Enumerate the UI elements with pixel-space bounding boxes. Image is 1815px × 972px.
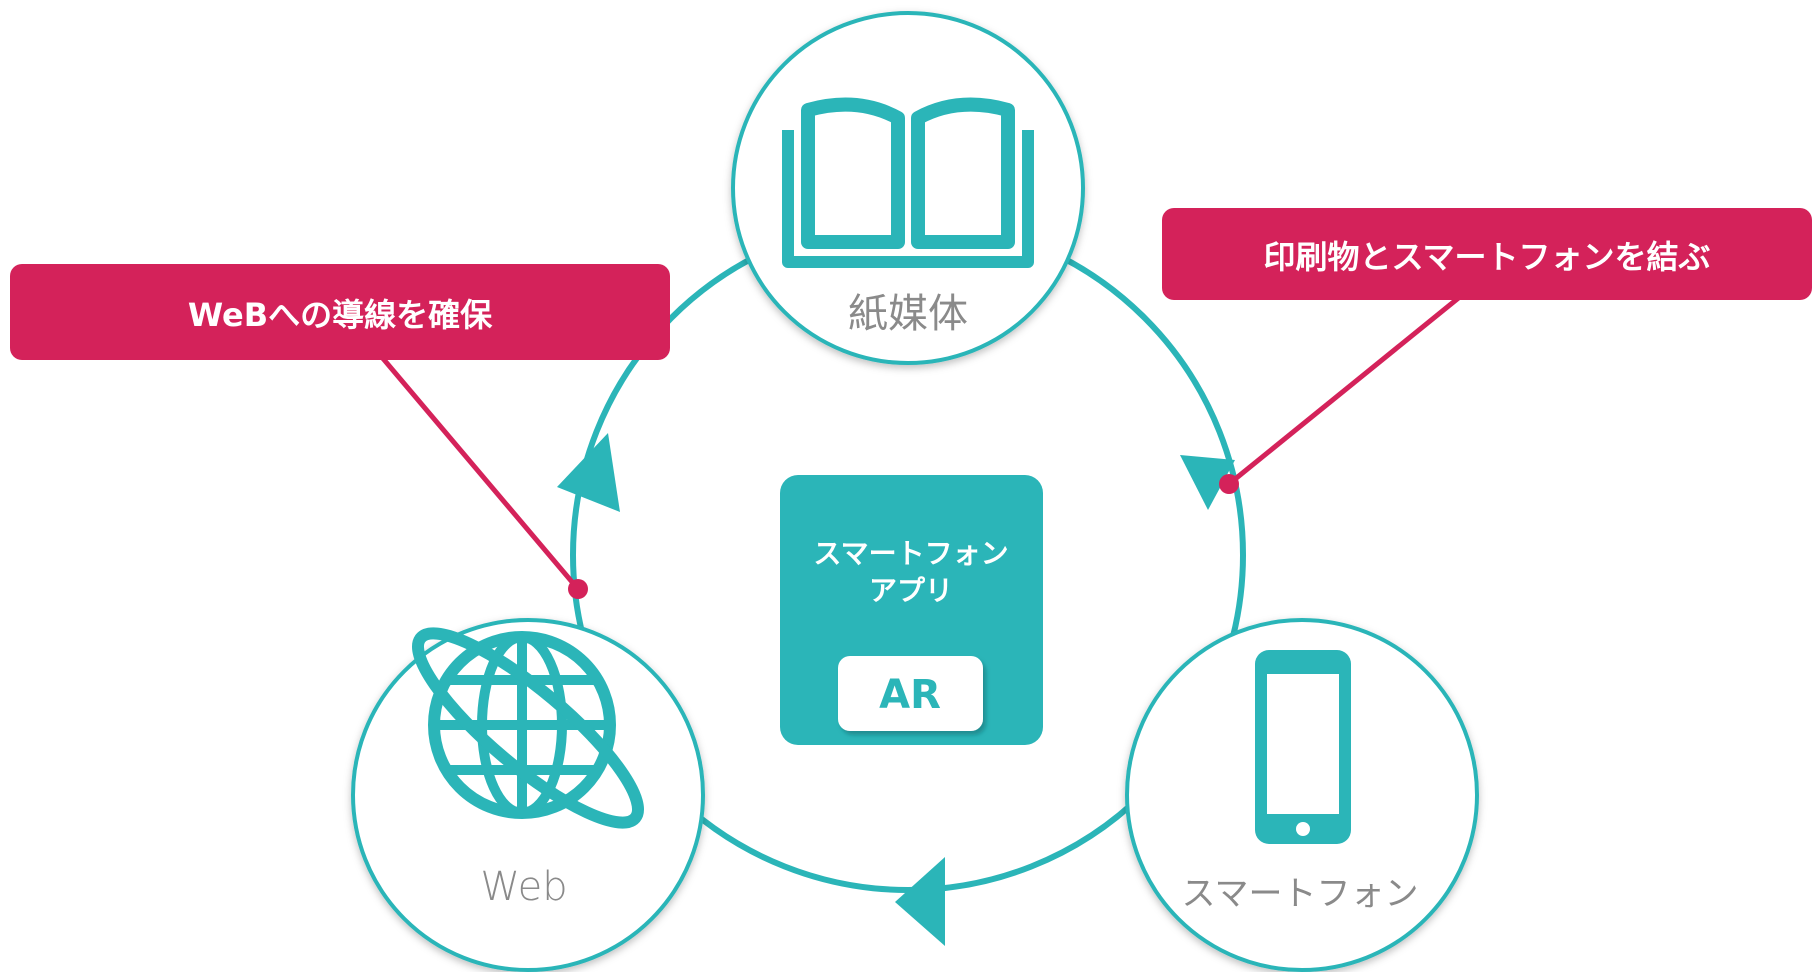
- callout-left-dot: [568, 579, 588, 599]
- callout-right-text: 印刷物とスマートフォンを結ぶ: [1263, 238, 1710, 276]
- ar-badge: AR: [838, 656, 983, 731]
- arrowhead-smartphone-to-web: [895, 857, 945, 946]
- node-web-label: Web: [480, 864, 567, 910]
- callout-right: 印刷物とスマートフォンを結ぶ: [1162, 208, 1812, 300]
- node-paper-label: 紙媒体: [848, 291, 968, 337]
- arrowhead-web-to-paper: [557, 433, 620, 512]
- center-line2: アプリ: [869, 574, 953, 607]
- center-app-box: スマートフォン アプリ AR: [780, 475, 1043, 745]
- center-line1: スマートフォン: [813, 537, 1008, 570]
- callout-left-text: WeBへの導線を確保: [188, 296, 493, 334]
- arrowhead-paper-to-smartphone: [1180, 455, 1235, 510]
- smartphone-icon: [1255, 650, 1351, 844]
- callout-right-dot: [1219, 474, 1239, 494]
- node-smartphone-label: スマートフォン: [1182, 874, 1419, 914]
- open-book-icon: [782, 97, 1034, 268]
- callout-left: WeBへの導線を確保: [10, 264, 670, 360]
- ar-badge-text: AR: [879, 672, 941, 718]
- callout-right-connector: [1227, 268, 1495, 486]
- globe-icon: [412, 627, 644, 829]
- node-paper: 紙媒体: [731, 11, 1085, 365]
- callout-left-connector: [378, 353, 580, 591]
- node-smartphone: スマートフォン: [1125, 618, 1479, 972]
- node-web: Web: [351, 618, 705, 972]
